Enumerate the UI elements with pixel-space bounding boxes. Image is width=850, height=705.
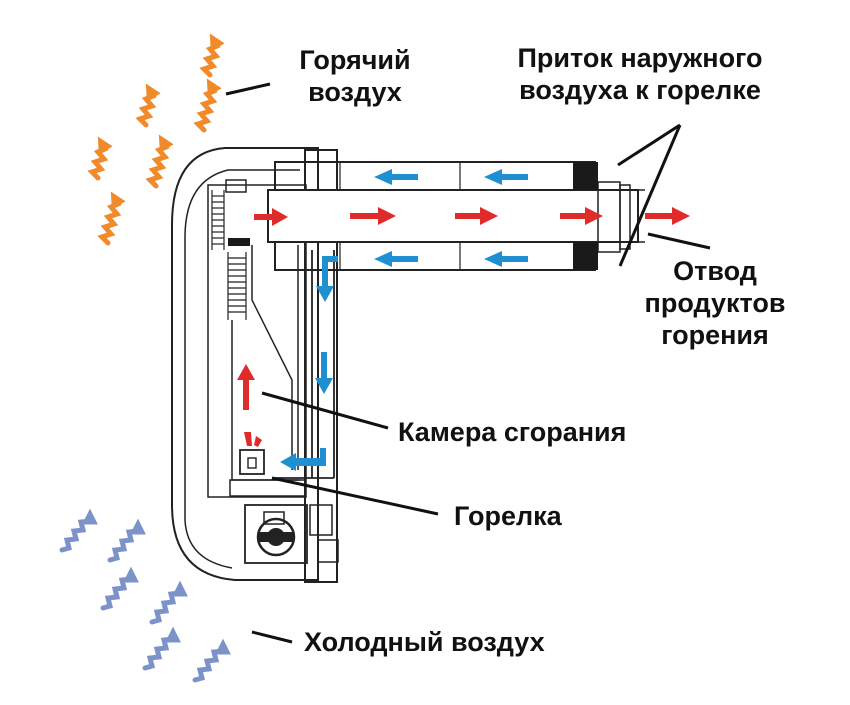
exhaust-arrows	[237, 207, 690, 410]
hot-air-label-line1: Горячий	[299, 45, 411, 75]
exhaust-label-line1: Отвод	[673, 256, 757, 286]
combustion-chamber-wall	[251, 245, 293, 470]
heat-exchanger	[211, 190, 247, 320]
hot-air-leader	[225, 82, 271, 96]
intake-arrows	[280, 169, 528, 471]
wavy-arrow-icon	[149, 580, 189, 625]
cold-air-leader	[251, 630, 293, 644]
wavy-arrow-icon	[100, 566, 140, 611]
exhaust-label-line3: горения	[661, 320, 769, 350]
wavy-arrow-icon	[87, 136, 113, 181]
burner-box	[239, 449, 265, 475]
flame-icon	[244, 432, 262, 447]
wavy-arrow-icon	[107, 518, 147, 563]
hot-air-label: Горячий воздух	[280, 44, 430, 108]
control-unit	[244, 504, 339, 564]
terminal-seal-top	[573, 162, 598, 190]
wavy-arrow-icon	[192, 638, 232, 683]
exhaust-leader	[647, 232, 711, 250]
chamber-leader	[261, 391, 389, 430]
wavy-arrow-icon	[145, 134, 174, 189]
wavy-arrow-icon	[97, 191, 126, 246]
intake-label: Приток наружного воздуха к горелке	[490, 42, 790, 106]
leader-lines	[225, 82, 711, 644]
intake-leader-1	[617, 123, 681, 167]
wavy-arrow-icon	[59, 508, 99, 553]
intake-label-line2: воздуха к горелке	[519, 75, 761, 105]
wavy-arrow-icon	[135, 83, 161, 128]
exhaust-label-line2: продуктов	[644, 288, 786, 318]
wavy-arrow-icon	[193, 78, 222, 133]
intake-leader-2	[618, 124, 682, 267]
burner-leader	[271, 476, 439, 516]
heater-front-panel	[171, 147, 319, 581]
hot-air-arrows	[87, 33, 225, 246]
chamber-label: Камера сгорания	[398, 417, 627, 447]
hot-air-label-line2: воздух	[308, 77, 402, 107]
cold-air-label: Холодный воздух	[304, 627, 545, 657]
terminal-seal-bottom	[573, 242, 598, 270]
intake-label-line1: Приток наружного	[517, 43, 763, 73]
exhaust-label: Отвод продуктов горения	[620, 255, 810, 351]
burner-label: Горелка	[454, 501, 562, 531]
wavy-arrow-icon	[142, 626, 182, 671]
wavy-arrow-icon	[199, 33, 225, 78]
cold-air-arrows	[59, 508, 232, 683]
